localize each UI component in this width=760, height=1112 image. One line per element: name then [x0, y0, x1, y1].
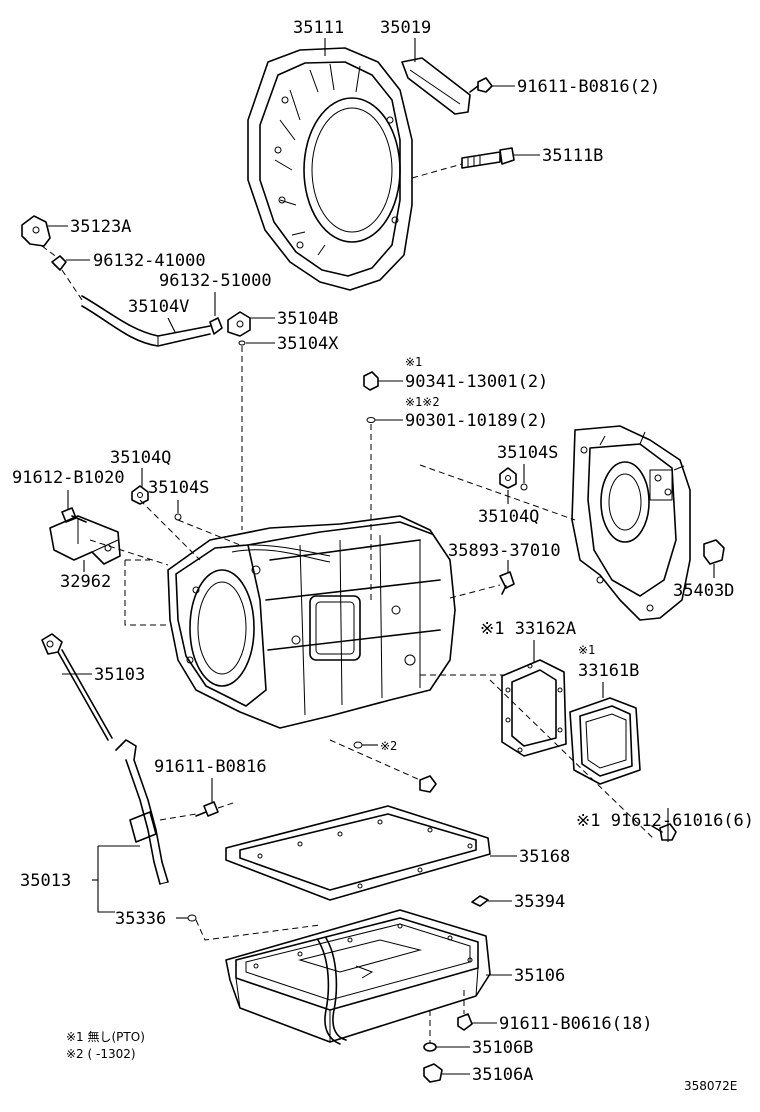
label-35111b: 35111B: [542, 146, 603, 166]
label-35123a: 35123A: [70, 217, 131, 237]
label-91611-b0816: 91611-B0816: [154, 757, 267, 777]
bracket-icon: [401, 57, 471, 115]
mark-1-2: ※1※2: [405, 395, 440, 409]
label-35104q-right: 35104Q: [478, 507, 539, 527]
mark-2: ※2: [380, 739, 397, 753]
note-2: ※2 ( -1302): [66, 1047, 136, 1061]
o-ring-icon: [187, 914, 197, 922]
bolt-icon: [61, 507, 87, 523]
bell-housing-icon: [247, 47, 413, 291]
oil-pan-icon: [225, 909, 491, 1043]
label-91612-61016: ※1 91612-61016(6): [576, 811, 754, 831]
label-32962: 32962: [60, 572, 111, 592]
label-33162a: ※1 33162A: [480, 619, 576, 639]
label-96132-41000: 96132-41000: [93, 251, 206, 271]
label-35019: 35019: [380, 18, 431, 38]
o-ring-icon: [520, 483, 528, 491]
label-33161b: 33161B: [578, 661, 639, 681]
label-35103: 35103: [94, 665, 145, 685]
label-35104s-right: 35104S: [497, 443, 558, 463]
label-35106: 35106: [514, 966, 565, 986]
bracket-icon: [49, 515, 121, 565]
bolt-icon: [195, 801, 219, 817]
figure-id: 358072E: [684, 1079, 737, 1093]
bolt-icon: [419, 775, 437, 793]
drain-plug-icon: [423, 1063, 443, 1083]
note-1: ※1 無し(PTO): [66, 1029, 145, 1044]
washer-icon: [238, 340, 246, 346]
label-91611-b0616: 91611-B0616(18): [499, 1014, 653, 1034]
label-35893-37010: 35893-37010: [448, 541, 561, 561]
mark-1-a: ※1: [405, 355, 422, 369]
label-90341-13001: 90341-13001(2): [405, 372, 548, 392]
label-35111: 35111: [293, 18, 344, 38]
o-ring-icon: [353, 741, 363, 749]
o-ring-icon: [174, 513, 182, 521]
gasket-icon: [501, 659, 567, 757]
bolt-icon: [457, 1013, 473, 1031]
washer-icon: [423, 1042, 437, 1052]
hose-clip-icon: [209, 317, 223, 335]
label-35106a: 35106A: [472, 1065, 533, 1085]
washer-icon: [366, 417, 376, 423]
bolt-icon: [469, 77, 493, 93]
label-35336: 35336: [115, 909, 166, 929]
label-35106b: 35106B: [472, 1038, 533, 1058]
breather-union-icon: [21, 215, 51, 247]
label-35104x: 35104X: [277, 334, 339, 354]
magnet-icon: [471, 895, 489, 907]
plug-icon: [703, 539, 725, 565]
label-90301-10189: 90301-10189(2): [405, 411, 548, 431]
dipstick-icon: [41, 633, 113, 741]
dipstick-tube-icon: [115, 739, 169, 885]
label-35013: 35013: [20, 871, 71, 891]
nut-icon: [499, 467, 517, 489]
long-bolt-icon: [461, 147, 515, 169]
extension-housing-icon: [571, 425, 691, 621]
sensor-icon: [499, 571, 515, 595]
breather-hose-icon: [81, 295, 211, 347]
label-96132-51000: 96132-51000: [159, 271, 272, 291]
hose-clip-icon: [51, 255, 67, 271]
label-35104b: 35104B: [277, 309, 338, 329]
plug-icon: [363, 371, 379, 391]
label-35168: 35168: [519, 847, 570, 867]
label-35104q-left: 35104Q: [110, 448, 171, 468]
mark-1-b: ※1: [578, 643, 595, 657]
label-35104v: 35104V: [128, 297, 189, 317]
label-35104s-left: 35104S: [148, 478, 209, 498]
label-91611-b0816-2: 91611-B0816(2): [517, 77, 660, 97]
pto-cover-icon: [569, 697, 641, 785]
label-35403d: 35403D: [673, 581, 734, 601]
union-icon: [227, 311, 251, 337]
nut-icon: [131, 485, 149, 505]
case-icon: [167, 515, 456, 729]
label-35394: 35394: [514, 892, 565, 912]
oil-pan-gasket-icon: [225, 805, 491, 901]
label-91612-b1020: 91612-B1020: [12, 468, 125, 488]
